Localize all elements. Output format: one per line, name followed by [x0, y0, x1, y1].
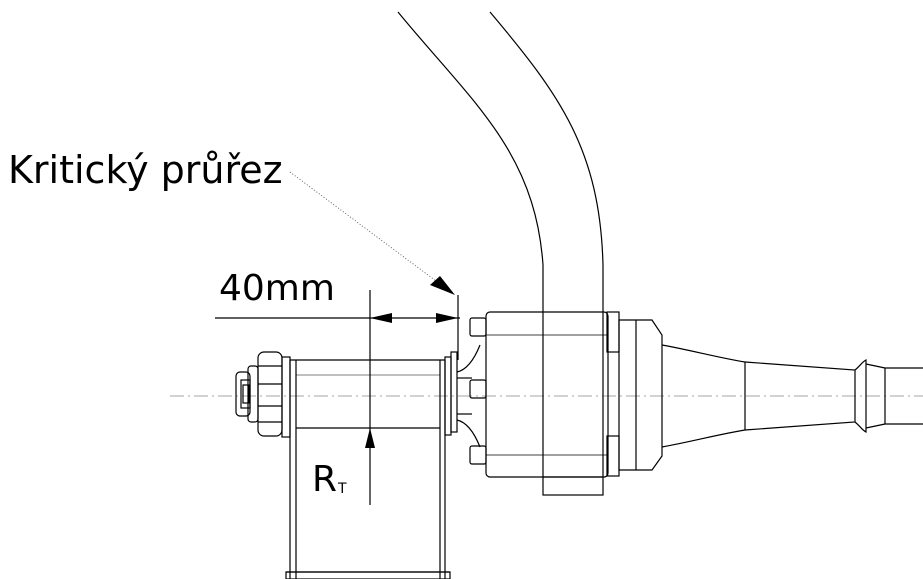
flange-hub [485, 311, 609, 496]
critical-section-leader [289, 171, 455, 295]
reaction-label-subscript: T [338, 481, 347, 497]
hub-axle [618, 319, 923, 471]
dimension-label: 40mm [219, 268, 335, 309]
shaft-pin [456, 344, 481, 448]
reaction-label-main: R [312, 459, 338, 500]
support-bracket [281, 351, 458, 579]
curved-arm [397, 11, 604, 312]
reaction-arrow [365, 428, 375, 448]
critical-section-label: Kritický průřez [8, 148, 283, 192]
reaction-label: RT [312, 459, 347, 500]
dimension-40mm [215, 290, 460, 505]
flange-bolts [469, 311, 620, 477]
nut-bolt [235, 351, 283, 437]
